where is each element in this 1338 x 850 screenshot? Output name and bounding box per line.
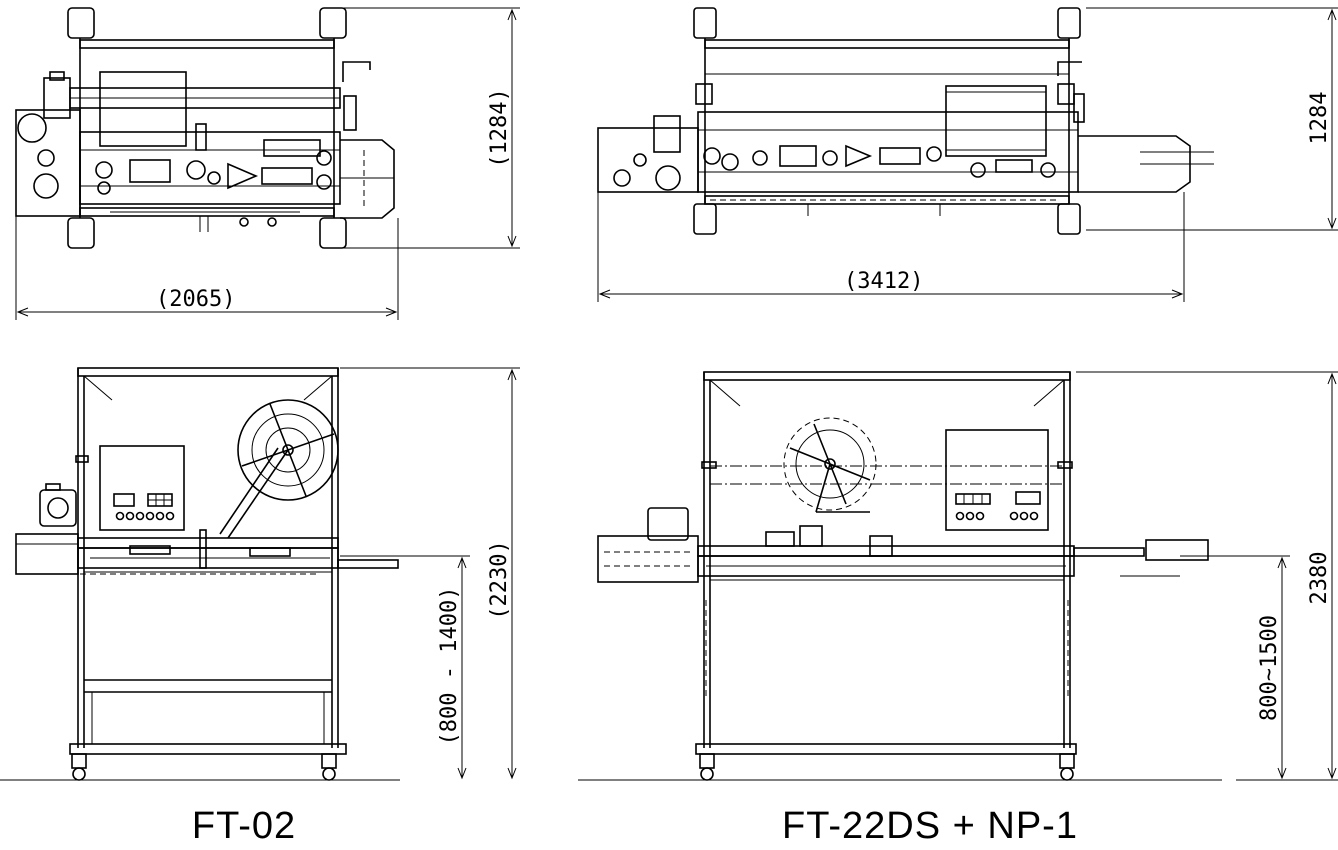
ft22ds-depth-label: 1284 (1307, 92, 1332, 145)
ft02-side-view (15, 367, 399, 781)
ft02-width-label: (2065) (156, 287, 235, 312)
ft22ds-top-view (597, 7, 1214, 235)
ft02-table-height-label: (800 - 1400) (437, 587, 462, 746)
ft22ds-top-dimensions: (3412) 1284 (597, 7, 1338, 302)
ft22ds-side-view (597, 371, 1209, 781)
ft02-top-view (15, 7, 395, 249)
ft02-height-label: (2230) (487, 540, 512, 619)
ft22ds-side-dimensions: 2380 800~1500 (578, 371, 1338, 781)
ft22ds-width-label: (3412) (844, 269, 923, 294)
ft22ds-model-caption: FT-22DS + NP-1 (782, 805, 1078, 847)
ft02-top-dimensions: (2065) (1284) (15, 7, 520, 320)
ft22ds-table-height-label: 800~1500 (1257, 615, 1282, 721)
ft02-depth-label: (1284) (487, 88, 512, 167)
ft02-model-caption: FT-02 (192, 805, 296, 847)
ft22ds-height-label: 2380 (1307, 552, 1332, 605)
ft02-side-dimensions: (2230) (800 - 1400) (0, 367, 520, 781)
